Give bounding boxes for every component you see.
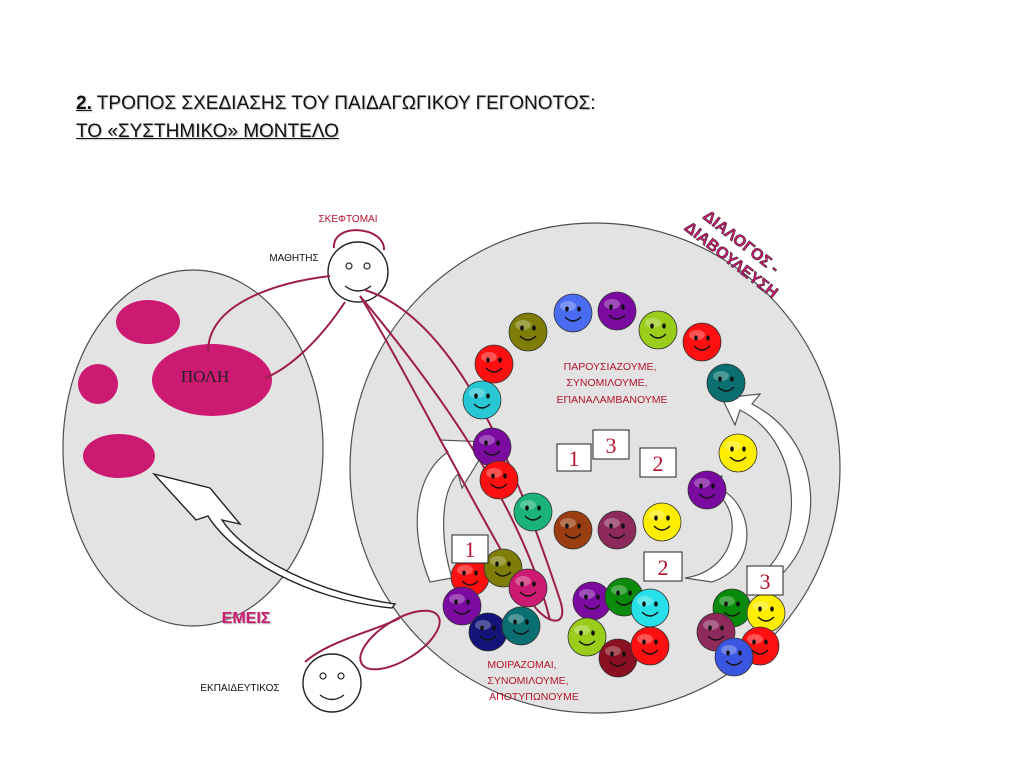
city-blob (116, 300, 180, 344)
smiley-face (567, 617, 607, 657)
svg-text:2: 2 (653, 451, 664, 476)
teacher-eye (319, 672, 327, 680)
loop-student-group (359, 289, 564, 622)
step-box-3-right: 3 (746, 565, 784, 596)
smiley-face (630, 588, 670, 628)
smiley-face (553, 293, 593, 333)
skeftomai-label: ΣΚΕΦΤΟΜΑΙ (319, 214, 378, 225)
moirazomai-line: ΑΠΟΤΥΠΩΝΟΥΜΕ (489, 691, 579, 703)
smiley-face (597, 291, 637, 331)
smiley-face (630, 626, 670, 666)
smiley-face (706, 363, 746, 403)
parousiazoume-line: ΕΠΑΝΑΛΑΜΒΑΝΟΥΜΕ (556, 394, 667, 406)
smiley-face (472, 427, 512, 467)
smiley-face (642, 502, 682, 542)
svg-text:1: 1 (465, 537, 476, 562)
moirazomai-line: ΣΥΝΟΜΙΛΟΥΜΕ, (487, 675, 568, 687)
parousiazoume-line: ΣΥΝΟΜΙΛΟΥΜΕ, (566, 377, 647, 389)
svg-text:2: 2 (658, 555, 669, 580)
ekpaideftikos-label: ΕΚΠΑΙΔΕΥΤΙΚΟΣ (200, 683, 279, 694)
loop-teacher (359, 609, 441, 671)
parousiazoume-line: ΠΑΡΟΥΣΙΑΖΟΥΜΕ, (564, 361, 657, 373)
loop-student-city (207, 275, 331, 353)
smiley-face (508, 312, 548, 352)
smiley-face (501, 606, 541, 646)
svg-text:1: 1 (569, 446, 580, 471)
arrow-curve-right (721, 393, 812, 573)
page-title: 2. ΤΡΟΠΟΣ ΣΧΕΔΙΑΣΗΣ ΤΟΥ ΠΑΙΔΑΓΩΓΙΚΟΥ ΓΕΓ… (76, 90, 596, 146)
step-box-1-left: 1 (451, 534, 489, 564)
step-box-1-center: 1 (556, 443, 592, 472)
smiley-face (462, 380, 502, 420)
svg-text:3: 3 (606, 433, 617, 458)
smiley-face (682, 322, 722, 362)
smiley-face (468, 612, 508, 652)
teacher-eye (337, 672, 345, 680)
smiley-face (513, 492, 553, 532)
teacher-face (302, 653, 362, 713)
smiley-face (553, 510, 593, 550)
city-blob (78, 364, 118, 404)
mathitis-label: ΜΑΘΗΤΗΣ (269, 253, 318, 264)
emeis-label: ΕΜΕΙΣ (222, 610, 271, 627)
smiley-face (508, 568, 548, 608)
student-eye (363, 262, 371, 270)
smiley-face (687, 470, 727, 510)
step-box-2-center: 2 (639, 447, 677, 478)
step-box-2-right: 2 (643, 551, 683, 582)
smiley-face (638, 310, 678, 350)
smiley-face (597, 510, 637, 550)
smiley-face (718, 433, 758, 473)
arrow-curve-left (416, 439, 492, 583)
smiley-face (479, 460, 519, 500)
loop-student-city (264, 301, 346, 379)
poli-ellipse (152, 344, 272, 416)
smiley-group (442, 291, 786, 678)
smiley-face (474, 344, 514, 384)
student-eye (345, 262, 353, 270)
city-blob (83, 434, 155, 478)
title-line1: ΤΡΟΠΟΣ ΣΧΕΔΙΑΣΗΣ ΤΟΥ ΠΑΙΔΑΓΩΓΙΚΟΥ ΓΕΓΟΝΟ… (96, 93, 596, 114)
think-arc (332, 229, 386, 251)
title-line2: ΤΟ «ΣΥΣΤΗΜΙΚΟ» ΜΟΝΤΕΛΟ (76, 121, 339, 142)
student-face (327, 241, 389, 303)
title-number: 2. (76, 93, 92, 114)
student-mouth (344, 285, 372, 292)
arrow-to-city (151, 472, 397, 609)
svg-text:3: 3 (760, 569, 771, 594)
step-box-3-center: 3 (592, 429, 630, 460)
poli-label: ΠΟΛΗ (181, 367, 229, 386)
smiley-face (746, 593, 786, 633)
teacher-mouth (319, 694, 345, 701)
moirazomai-line: ΜΟΙΡΑΖΟΜΑΙ, (487, 659, 556, 671)
smiley-face (572, 581, 612, 621)
smiley-face (714, 637, 754, 677)
smiley-face (442, 586, 482, 626)
